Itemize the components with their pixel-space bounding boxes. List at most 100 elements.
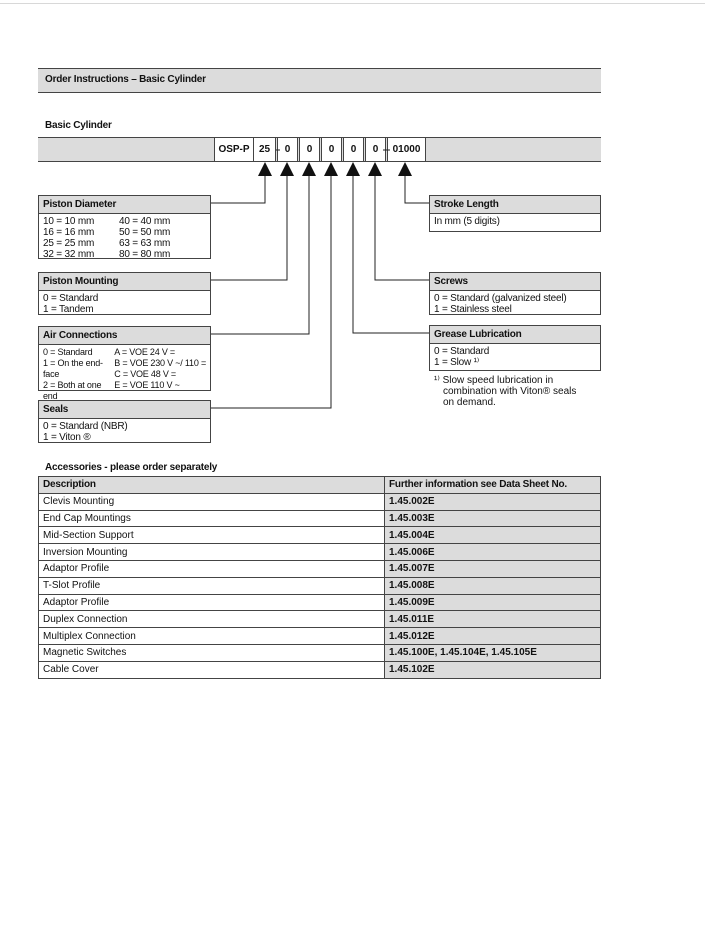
code-seals: 0 bbox=[321, 137, 342, 162]
line-air bbox=[211, 176, 310, 335]
arrow-stroke-icon bbox=[398, 162, 412, 176]
section-title-basic-cylinder: Basic Cylinder bbox=[45, 120, 112, 131]
air-connections-title: Air Connections bbox=[39, 327, 210, 345]
code-screws: 0 bbox=[365, 137, 386, 162]
footnote-line: ¹⁾ Slow speed lubrication in bbox=[434, 375, 554, 386]
page-title: Order Instructions – Basic Cylinder bbox=[45, 74, 206, 85]
diameter-opt: 40 = 40 mm bbox=[119, 216, 171, 227]
code-air: 0 bbox=[299, 137, 320, 162]
line-seals bbox=[211, 176, 332, 409]
row-datasheet: 1.45.004E bbox=[384, 526, 601, 545]
piston-diameter-title: Piston Diameter bbox=[39, 196, 210, 214]
arrow-mounting-icon bbox=[280, 162, 294, 176]
seals-box: Seals 0 = Standard (NBR) 1 = Viton ® bbox=[38, 400, 211, 443]
row-description: Inversion Mounting bbox=[38, 543, 385, 561]
row-datasheet: 1.45.011E bbox=[384, 610, 601, 629]
arrow-air-icon bbox=[302, 162, 316, 176]
grease-footnote: ¹⁾ Slow speed lubrication in combination… bbox=[434, 375, 576, 408]
grease-box: Grease Lubrication 0 = Standard 1 = Slow… bbox=[429, 325, 601, 371]
arrow-screws-icon bbox=[368, 162, 382, 176]
screws-opt: 1 = Stainless steel bbox=[434, 304, 512, 315]
col-description: Description bbox=[38, 476, 385, 494]
air-connections-box: Air Connections 0 = Standard 1 = On the … bbox=[38, 326, 211, 401]
air-opt: B = VOE 230 V ~/ 110 = bbox=[114, 358, 206, 368]
line-grease bbox=[352, 176, 429, 334]
diameter-opt: 16 = 16 mm bbox=[43, 227, 95, 238]
diameter-opt: 25 = 25 mm bbox=[43, 238, 95, 249]
row-description: Magnetic Switches bbox=[38, 643, 385, 662]
code-diameter: 25 bbox=[253, 137, 276, 162]
air-opt: 0 = Standard bbox=[43, 347, 93, 357]
row-datasheet: 1.45.012E bbox=[384, 627, 601, 645]
seals-title: Seals bbox=[39, 401, 210, 419]
line-diameter bbox=[211, 176, 266, 204]
air-opt: A = VOE 24 V = bbox=[114, 347, 175, 357]
row-description: Cable Cover bbox=[38, 660, 385, 679]
arrow-seals-icon bbox=[324, 162, 338, 176]
piston-diameter-box: Piston Diameter 10 = 10 mm 16 = 16 mm 25… bbox=[38, 195, 211, 260]
code-prefix: OSP-P bbox=[214, 137, 254, 162]
grease-opt: 1 = Slow ¹⁾ bbox=[434, 357, 479, 368]
accessories-title: Accessories - please order separately bbox=[45, 462, 218, 473]
row-datasheet: 1.45.002E bbox=[384, 492, 601, 511]
footnote-line: combination with Viton® seals bbox=[443, 386, 577, 397]
mounting-opt: 1 = Tandem bbox=[43, 304, 94, 315]
row-description: T-Slot Profile bbox=[38, 576, 385, 595]
col-datasheet: Further information see Data Sheet No. bbox=[384, 476, 601, 494]
air-opt: E = VOE 110 V ~ bbox=[114, 380, 180, 390]
row-datasheet: 1.45.007E bbox=[384, 559, 601, 578]
stroke-length-box: Stroke Length In mm (5 digits) bbox=[429, 195, 601, 232]
row-datasheet: 1.45.006E bbox=[384, 543, 601, 561]
code-stroke: 01000 bbox=[387, 137, 426, 162]
code-grease: 0 bbox=[343, 137, 364, 162]
arrow-diameter-icon bbox=[258, 162, 272, 176]
row-description: Adaptor Profile bbox=[38, 559, 385, 578]
air-opt: 1 = On the end-face bbox=[43, 358, 103, 379]
stroke-opt: In mm (5 digits) bbox=[434, 216, 500, 227]
row-datasheet: 1.45.100E, 1.45.104E, 1.45.105E bbox=[384, 643, 601, 662]
screws-title: Screws bbox=[430, 273, 600, 291]
table-header-row: Description Further information see Data… bbox=[38, 476, 601, 494]
footnote-line: on demand. bbox=[443, 397, 496, 408]
row-description: End Cap Mountings bbox=[38, 509, 385, 528]
arrow-grease-icon bbox=[346, 162, 360, 176]
diameter-opt: 63 = 63 mm bbox=[119, 238, 171, 249]
row-description: Clevis Mounting bbox=[38, 492, 385, 511]
screws-box: Screws 0 = Standard (galvanized steel) 1… bbox=[429, 272, 601, 315]
diameter-opt: 80 = 80 mm bbox=[119, 249, 171, 260]
line-stroke bbox=[404, 176, 429, 204]
grease-opt: 0 = Standard bbox=[434, 346, 490, 357]
seals-opt: 1 = Viton ® bbox=[43, 432, 91, 443]
diameter-opt: 10 = 10 mm bbox=[43, 216, 95, 227]
grease-title: Grease Lubrication bbox=[430, 326, 600, 344]
mounting-opt: 0 = Standard bbox=[43, 293, 99, 304]
diameter-opt: 32 = 32 mm bbox=[43, 249, 95, 260]
line-screws bbox=[374, 176, 429, 281]
air-opt: C = VOE 48 V = bbox=[114, 369, 176, 379]
row-datasheet: 1.45.003E bbox=[384, 509, 601, 528]
row-datasheet: 1.45.102E bbox=[384, 660, 601, 679]
row-datasheet: 1.45.009E bbox=[384, 593, 601, 612]
row-description: Duplex Connection bbox=[38, 610, 385, 629]
top-divider bbox=[0, 3, 705, 4]
diameter-opt: 50 = 50 mm bbox=[119, 227, 171, 238]
row-datasheet: 1.45.008E bbox=[384, 576, 601, 595]
row-description: Adaptor Profile bbox=[38, 593, 385, 612]
air-opt: 2 = Both at one end bbox=[43, 380, 102, 401]
row-description: Multiplex Connection bbox=[38, 627, 385, 645]
stroke-length-title: Stroke Length bbox=[430, 196, 600, 214]
piston-mounting-box: Piston Mounting 0 = Standard 1 = Tandem bbox=[38, 272, 211, 315]
accessories-table: Description Further information see Data… bbox=[38, 476, 601, 679]
row-description: Mid-Section Support bbox=[38, 526, 385, 545]
line-mounting bbox=[211, 176, 288, 281]
